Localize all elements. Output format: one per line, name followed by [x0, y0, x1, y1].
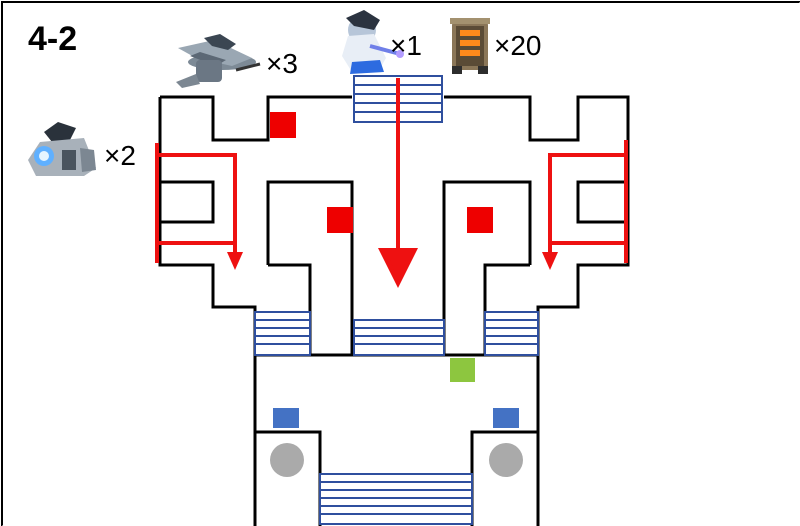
- wall-left-corridor: [266, 180, 354, 355]
- start-marker: [450, 358, 475, 382]
- patrol-route-right: [548, 140, 628, 265]
- spawn-marker: [467, 207, 493, 233]
- hover-sniper-enemy-icon: [176, 34, 261, 88]
- enemy-count: ×3: [266, 48, 298, 79]
- wall-outer-left-2: [158, 97, 257, 355]
- spawn-marker: [270, 112, 296, 138]
- walls: [158, 95, 630, 526]
- wall-right-corridor: [442, 180, 532, 355]
- wall-outer-left: [160, 95, 352, 142]
- item-count: ×20: [494, 30, 542, 61]
- enemy-count: ×1: [390, 30, 422, 61]
- wall-left-inner-box: [160, 180, 215, 224]
- stairs-center: [353, 319, 445, 356]
- arrow-down-right: [542, 252, 558, 270]
- arrow-down-center: [390, 260, 406, 280]
- wall-outer-right: [444, 95, 630, 355]
- patrol-arrowheads: [227, 252, 558, 280]
- patrol-route-left: [155, 143, 237, 265]
- markers: [270, 112, 523, 477]
- blue-marker: [273, 408, 299, 428]
- commander-enemy-icon: [342, 10, 404, 74]
- stairs-right: [484, 311, 539, 356]
- arrow-down-left: [227, 252, 243, 270]
- level-label: 4-2: [28, 20, 78, 58]
- wall-right-inner-box: [576, 180, 628, 224]
- enemy-count: ×2: [104, 140, 136, 171]
- blue-marker: [493, 408, 519, 428]
- spawn-marker: [327, 207, 353, 233]
- pillar: [270, 443, 304, 477]
- patrol-routes: [155, 78, 628, 288]
- stairs-left: [254, 311, 311, 356]
- pillar: [489, 443, 523, 477]
- heavy-soldier-enemy-icon: [28, 122, 96, 176]
- ammo-crate-icon: [450, 18, 490, 74]
- stairs-bottom: [319, 473, 473, 525]
